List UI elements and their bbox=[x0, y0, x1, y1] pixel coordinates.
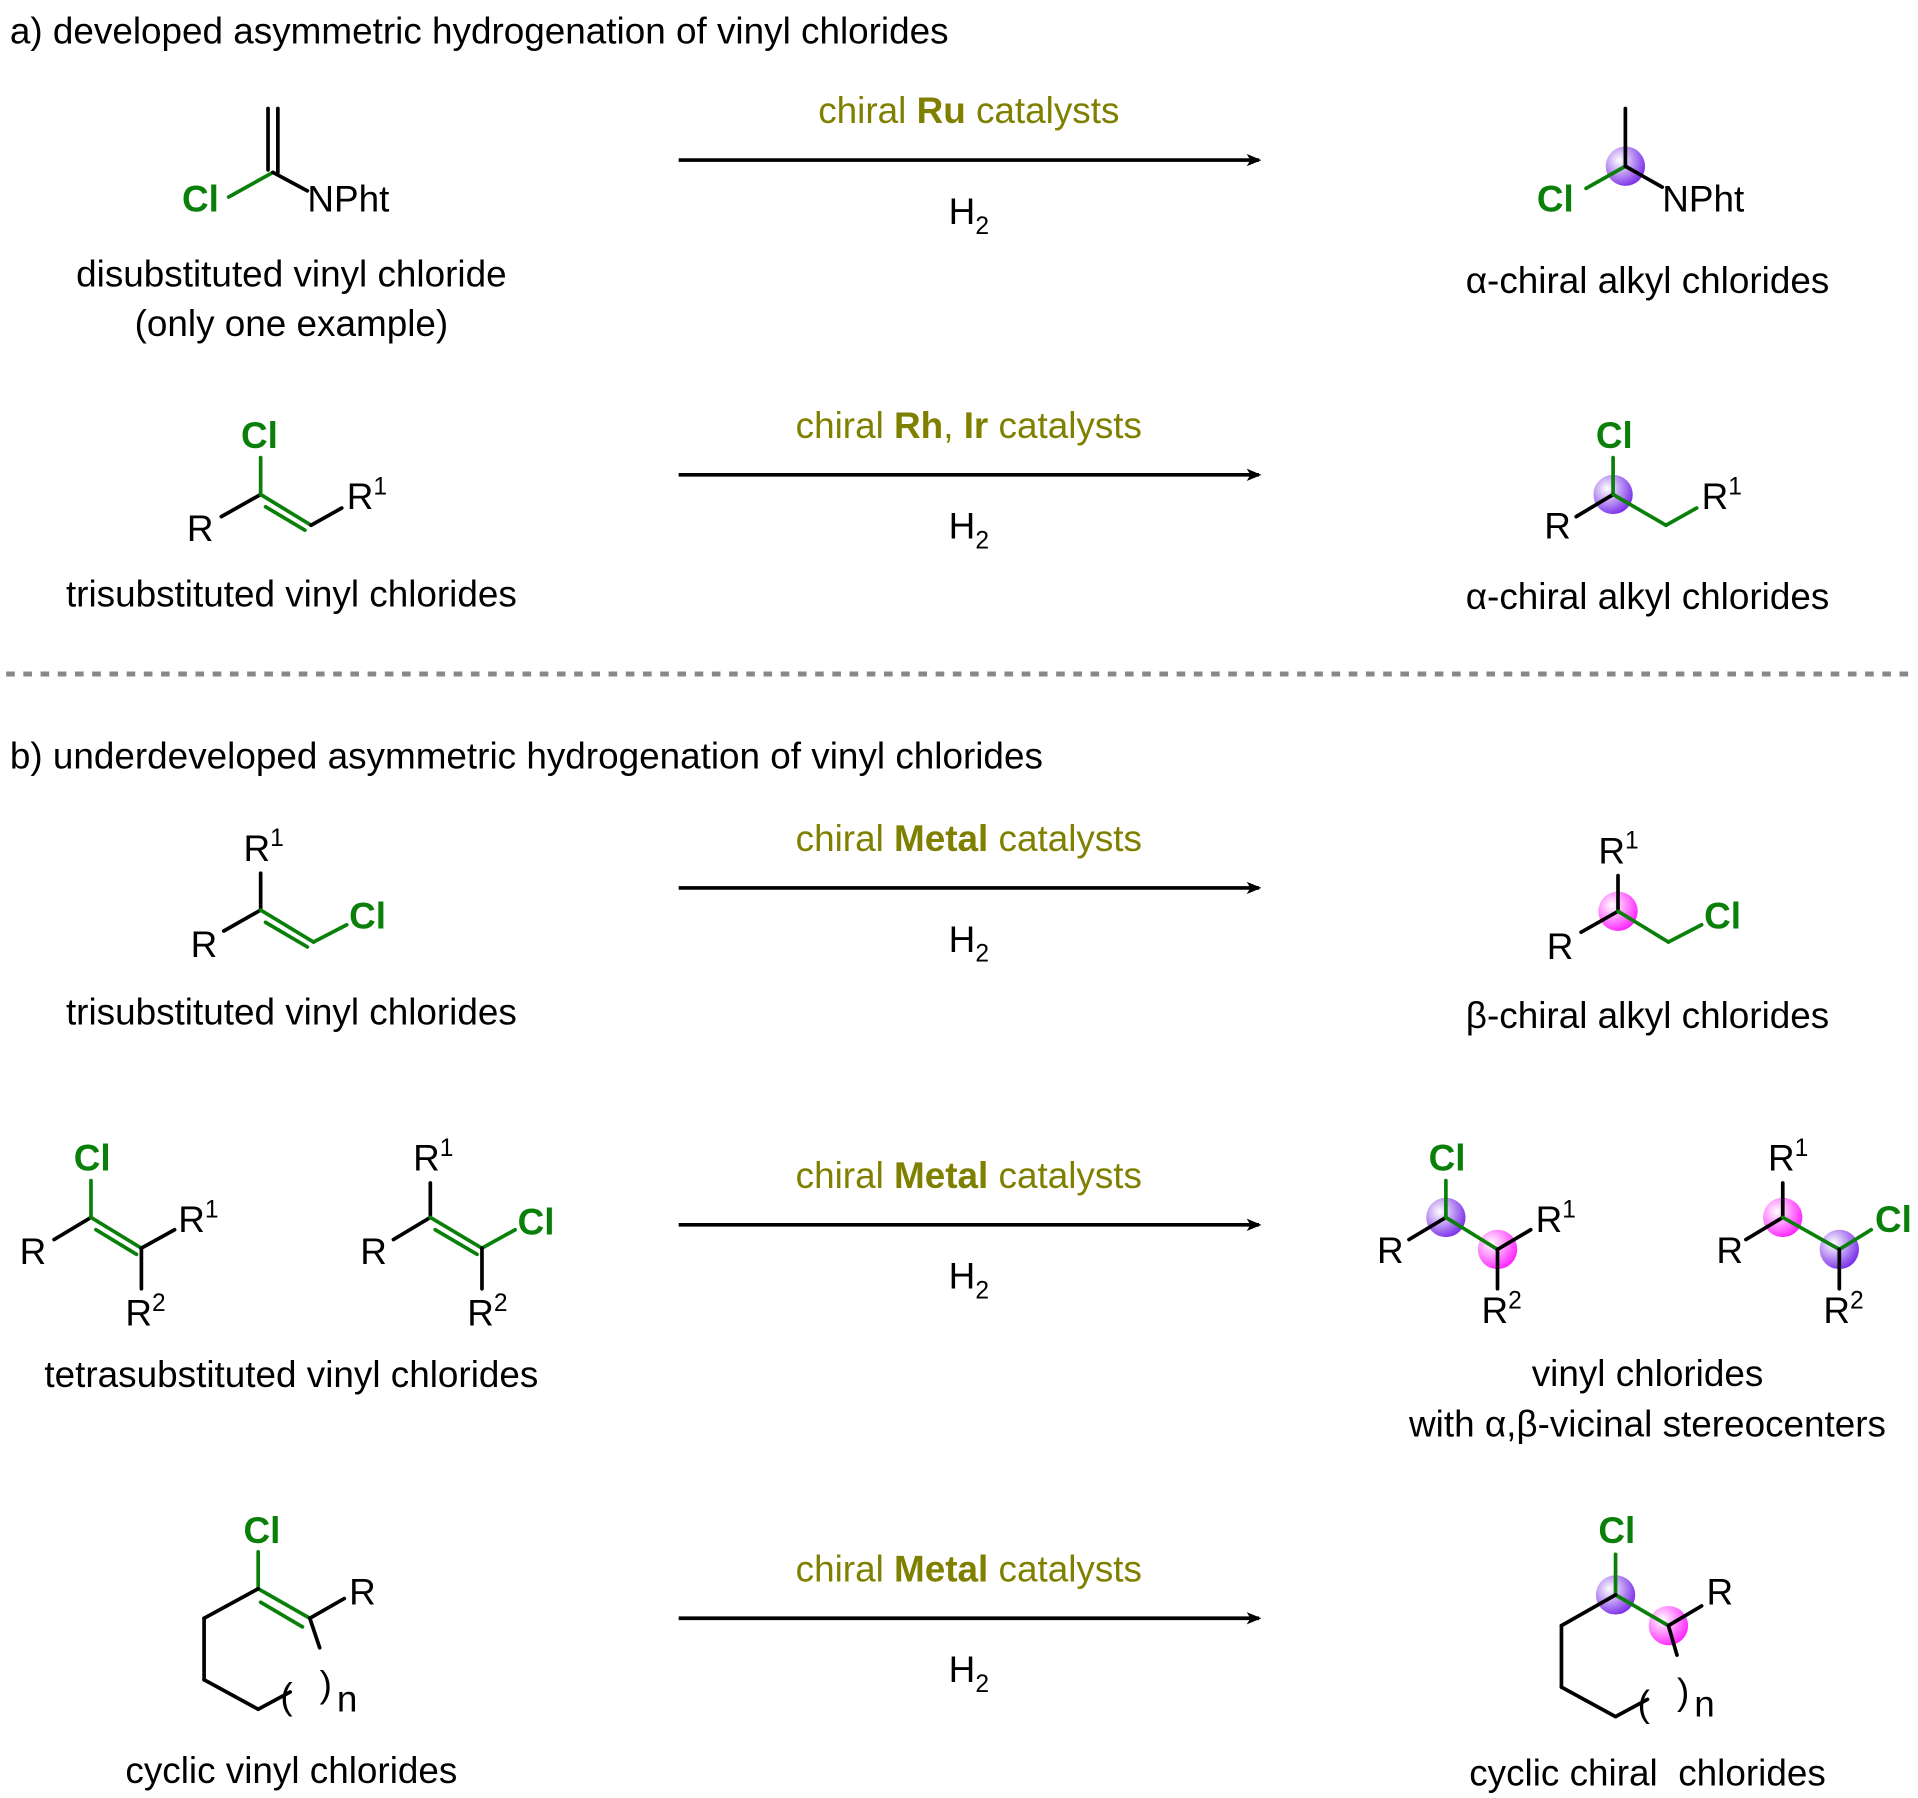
svg-text:n: n bbox=[1694, 1684, 1715, 1725]
svg-text:R: R bbox=[1716, 1230, 1743, 1271]
svg-text:Cl: Cl bbox=[1704, 896, 1741, 937]
catalyst-label: chiral Metal catalysts bbox=[796, 1155, 1142, 1196]
section-a-title: a) developed asymmetric hydrogenation of… bbox=[10, 10, 949, 51]
svg-text:NPht: NPht bbox=[1662, 179, 1744, 220]
svg-text:(: ( bbox=[1638, 1684, 1651, 1725]
product-caption: α-chiral alkyl chlorides bbox=[1466, 576, 1830, 617]
svg-text:Cl: Cl bbox=[243, 1510, 280, 1551]
svg-text:Cl: Cl bbox=[1429, 1138, 1466, 1179]
reagent-label: H2 bbox=[949, 191, 989, 240]
svg-text:R: R bbox=[1707, 1572, 1734, 1613]
reagent-label: H2 bbox=[949, 1649, 989, 1698]
svg-text:Cl: Cl bbox=[1598, 1510, 1635, 1551]
catalyst-label: chiral Ru catalysts bbox=[818, 90, 1119, 131]
svg-text:R2: R2 bbox=[1823, 1287, 1863, 1331]
reaction-arrow-3: chiral Metal catalysts H2 bbox=[678, 818, 1262, 968]
catalyst-label: chiral Metal catalysts bbox=[796, 1548, 1142, 1589]
svg-text:R1: R1 bbox=[347, 473, 387, 517]
svg-text:R1: R1 bbox=[413, 1135, 453, 1179]
svg-text:NPht: NPht bbox=[307, 179, 389, 220]
svg-text:R2: R2 bbox=[125, 1290, 165, 1334]
product-beta-chiral-chloride: R1 R Cl bbox=[1547, 828, 1741, 968]
svg-text:R2: R2 bbox=[467, 1290, 507, 1334]
reactant-disubstituted-vinyl-chloride: Cl NPht bbox=[182, 106, 389, 220]
reaction-arrow-2: chiral Rh, Ir catalysts H2 bbox=[678, 405, 1262, 555]
catalyst-label: chiral Rh, Ir catalysts bbox=[796, 405, 1142, 446]
svg-text:R: R bbox=[20, 1231, 47, 1272]
reactant-caption: trisubstituted vinyl chlorides bbox=[66, 991, 517, 1032]
svg-text:R1: R1 bbox=[178, 1196, 218, 1240]
reactant-caption: cyclic vinyl chlorides bbox=[125, 1750, 457, 1791]
reactant-trisubstituted-vinyl-chloride: Cl R R1 bbox=[187, 415, 387, 549]
svg-text:R: R bbox=[1377, 1230, 1404, 1271]
svg-text:R2: R2 bbox=[1482, 1287, 1522, 1331]
product-vicinal-b: R1 R Cl R2 bbox=[1716, 1135, 1911, 1331]
reaction-arrow-5: chiral Metal catalysts H2 bbox=[678, 1548, 1262, 1698]
section-b-title: b) underdeveloped asymmetric hydrogenati… bbox=[10, 736, 1043, 777]
reactant-caption: disubstituted vinyl chloride bbox=[76, 254, 506, 295]
svg-text:R: R bbox=[1544, 506, 1571, 547]
reactant-tetrasubstituted-b: R1 R Cl R2 bbox=[360, 1135, 554, 1334]
reagent-label: H2 bbox=[949, 506, 989, 555]
svg-text:R: R bbox=[349, 1572, 376, 1613]
reactant-cyclic-vinyl-chloride: Cl R ( ) n bbox=[202, 1510, 376, 1720]
product-caption: vinyl chlorides bbox=[1532, 1353, 1764, 1394]
product-cyclic-chiral-chloride: Cl R ( ) n bbox=[1559, 1510, 1734, 1725]
reactant-caption-note: (only one example) bbox=[135, 303, 449, 344]
product-alpha-chiral-chloride-1: Cl NPht bbox=[1537, 106, 1744, 220]
reactant-trisubstituted-beta-vinyl-chloride: R1 R Cl bbox=[191, 825, 386, 965]
reaction-arrow-4: chiral Metal catalysts H2 bbox=[678, 1155, 1262, 1305]
svg-text:Cl: Cl bbox=[1596, 415, 1633, 456]
svg-text:Cl: Cl bbox=[349, 896, 386, 937]
svg-text:Cl: Cl bbox=[241, 415, 278, 456]
svg-text:R: R bbox=[191, 924, 218, 965]
product-caption: β-chiral alkyl chlorides bbox=[1466, 995, 1829, 1036]
svg-text:R1: R1 bbox=[1702, 473, 1742, 517]
reactant-caption: trisubstituted vinyl chlorides bbox=[66, 573, 517, 614]
catalyst-label: chiral Metal catalysts bbox=[796, 818, 1142, 859]
reactant-tetrasubstituted-a: Cl R R1 R2 bbox=[20, 1138, 219, 1334]
svg-text:R1: R1 bbox=[1768, 1135, 1808, 1179]
reaction-arrow-1: chiral Ru catalysts H2 bbox=[678, 90, 1262, 240]
svg-text:Cl: Cl bbox=[1537, 179, 1574, 220]
product-vicinal-a: Cl R R1 R2 bbox=[1377, 1138, 1576, 1331]
product-caption: cyclic chiral chlorides bbox=[1469, 1752, 1826, 1793]
reactant-caption: tetrasubstituted vinyl chlorides bbox=[44, 1354, 538, 1395]
product-caption: α-chiral alkyl chlorides bbox=[1466, 260, 1830, 301]
svg-text:R: R bbox=[360, 1231, 387, 1272]
reagent-label: H2 bbox=[949, 1256, 989, 1305]
svg-text:Cl: Cl bbox=[1875, 1199, 1912, 1240]
svg-text:): ) bbox=[320, 1664, 332, 1705]
svg-text:(: ( bbox=[280, 1676, 293, 1717]
svg-text:n: n bbox=[337, 1679, 358, 1720]
svg-text:R1: R1 bbox=[243, 825, 283, 869]
svg-text:): ) bbox=[1677, 1671, 1689, 1712]
svg-text:R: R bbox=[1547, 926, 1574, 967]
svg-text:R1: R1 bbox=[1536, 1196, 1576, 1240]
svg-text:R: R bbox=[187, 508, 214, 549]
svg-text:Cl: Cl bbox=[74, 1138, 111, 1179]
svg-text:Cl: Cl bbox=[518, 1202, 555, 1243]
svg-text:R1: R1 bbox=[1598, 828, 1638, 872]
product-alpha-chiral-chloride-2: Cl R R1 bbox=[1544, 415, 1742, 547]
product-caption-line2: with α,β-vicinal stereocenters bbox=[1408, 1403, 1886, 1444]
reagent-label: H2 bbox=[949, 919, 989, 968]
svg-text:Cl: Cl bbox=[182, 179, 219, 220]
